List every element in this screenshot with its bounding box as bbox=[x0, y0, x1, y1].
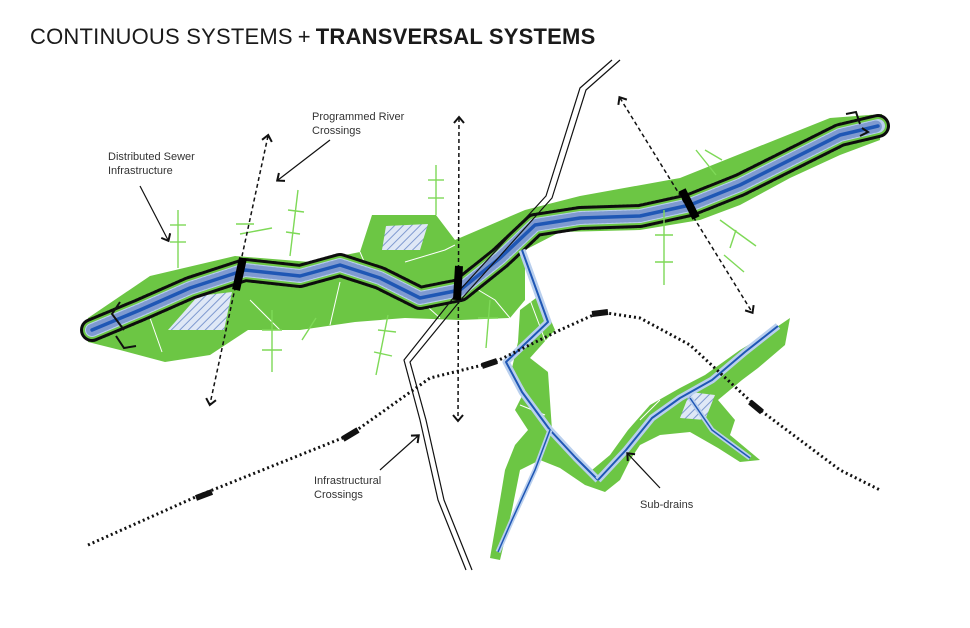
label-line: Infrastructure bbox=[108, 165, 173, 177]
label-line: Programmed River bbox=[312, 111, 405, 123]
label-subdrains: Sub-drains bbox=[640, 498, 693, 512]
river-end-brackets bbox=[110, 110, 870, 350]
label-infra-crossings: Infrastructural Crossings bbox=[314, 474, 381, 502]
infrastructure-dotted-line bbox=[87, 309, 881, 547]
label-line: Crossings bbox=[314, 489, 363, 501]
leader-lines bbox=[139, 139, 661, 489]
title-continuous: CONTINUOUS SYSTEMS bbox=[30, 24, 293, 49]
title-plus: + bbox=[297, 24, 311, 49]
railway-double-line bbox=[403, 59, 621, 571]
diagram-title: CONTINUOUS SYSTEMS+TRANSVERSAL SYSTEMS bbox=[30, 24, 595, 50]
label-line: Crossings bbox=[312, 125, 361, 137]
crossing-bars bbox=[232, 188, 700, 301]
label-line: Sub-drains bbox=[640, 499, 694, 511]
label-line: Distributed Sewer bbox=[108, 151, 195, 163]
sub-drain-channels bbox=[495, 248, 781, 554]
label-sewer: Distributed Sewer Infrastructure bbox=[108, 150, 195, 178]
programmed-crossing-arrows bbox=[205, 95, 755, 423]
label-line: Infrastructural bbox=[314, 475, 382, 487]
label-programmed-crossings: Programmed River Crossings bbox=[312, 110, 404, 138]
title-transversal: TRANSVERSAL SYSTEMS bbox=[315, 24, 596, 49]
